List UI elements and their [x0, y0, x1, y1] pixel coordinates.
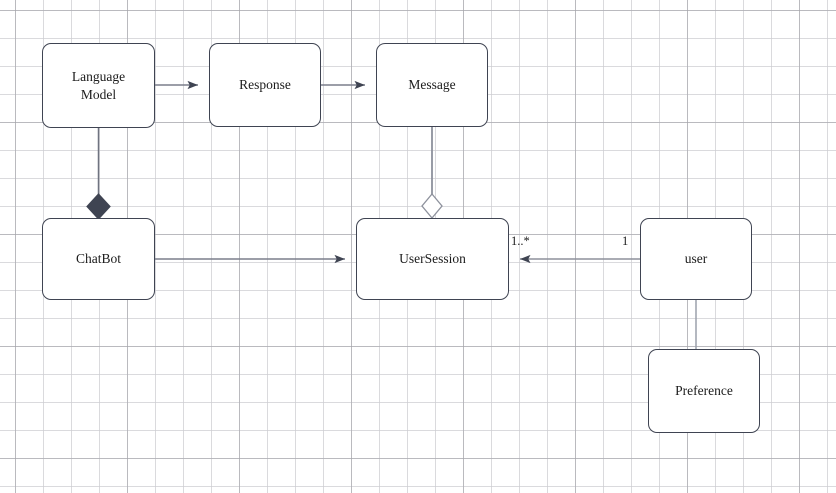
node-label-usersession: UserSession — [399, 251, 466, 267]
node-label-chatbot: ChatBot — [75, 251, 121, 267]
node-label-language-model: Language Model — [71, 68, 126, 102]
node-label-response: Response — [239, 77, 291, 93]
node-user[interactable]: user — [640, 218, 752, 300]
node-usersession[interactable]: UserSession — [356, 218, 509, 300]
node-label-user: user — [684, 251, 708, 267]
multiplicity-label-usersession: 1..* — [511, 234, 530, 248]
multiplicity-label-user: 1 — [622, 234, 629, 248]
node-label-preference: Preference — [675, 383, 733, 399]
edge-language-model-to-chatbot — [86, 128, 111, 220]
node-response[interactable]: Response — [209, 43, 321, 127]
node-chatbot[interactable]: ChatBot — [42, 218, 155, 300]
node-label-message: Message — [408, 77, 456, 93]
node-language-model[interactable]: Language Model — [42, 43, 155, 128]
node-preference[interactable]: Preference — [648, 349, 760, 433]
node-message[interactable]: Message — [376, 43, 488, 127]
edge-message-to-usersession — [421, 127, 443, 220]
